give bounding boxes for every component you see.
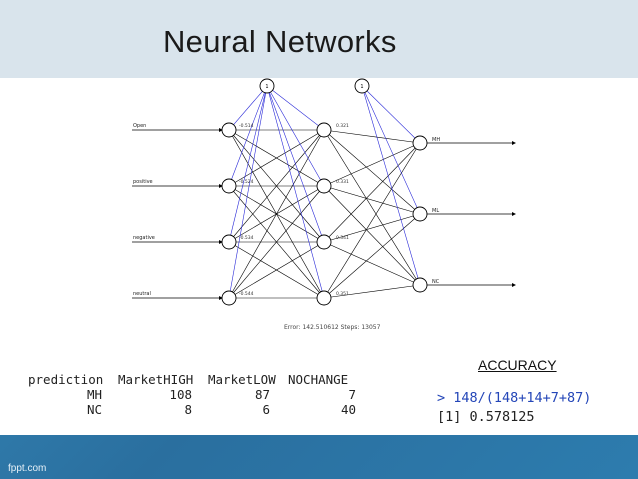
arrow-icon xyxy=(219,184,223,188)
table-cell: 6 xyxy=(262,402,270,417)
hidden-edge xyxy=(228,185,325,299)
neural-network-diagram: Open positive negative neutral -0.514 -0.524 -… xyxy=(132,78,516,331)
hidden-node-layer1 xyxy=(221,234,237,250)
hidden-node-layer2 xyxy=(316,290,332,306)
bias-edge xyxy=(361,85,421,286)
table-cell: 108 xyxy=(169,387,192,402)
brand-label: fppt.com xyxy=(8,463,47,474)
table-cell: 8 xyxy=(184,402,192,417)
input-label: Open xyxy=(133,123,146,129)
table-row-label: NC xyxy=(86,402,102,417)
table-cell: 7 xyxy=(348,387,356,402)
weight-label: 0.331 xyxy=(336,179,349,185)
hidden-edge xyxy=(323,241,421,286)
table-row: MH 108 87 7 xyxy=(28,387,358,402)
hidden-edge xyxy=(323,185,421,286)
title-band xyxy=(0,0,638,78)
output-node xyxy=(412,135,428,151)
arrow-icon xyxy=(512,283,516,287)
table-header-cell: prediction xyxy=(28,372,104,387)
output-label: MH xyxy=(432,137,440,143)
table-cell: 87 xyxy=(254,387,270,402)
arrow-icon xyxy=(219,296,223,300)
accuracy-label: ACCURACY xyxy=(478,357,557,373)
bias-edge xyxy=(228,85,268,131)
output-label: ML xyxy=(432,208,439,214)
table-row: NC 8 6 40 xyxy=(28,402,358,417)
bias-node xyxy=(354,78,370,94)
hidden-edge xyxy=(228,129,325,243)
arrow-icon xyxy=(512,141,516,145)
arrow-icon xyxy=(219,128,223,132)
table-header-cell: NOCHANGE xyxy=(288,372,349,387)
bias-edge xyxy=(228,85,268,187)
slide-title: Neural Networks xyxy=(163,24,397,59)
bias-edge xyxy=(266,85,325,187)
bias-node-label: 1 xyxy=(360,84,363,90)
output-node xyxy=(412,206,428,222)
hidden-edge xyxy=(323,129,421,144)
network-labels: Open positive negative neutral -0.514 -0.524 -… xyxy=(133,84,440,297)
bias-edge xyxy=(228,85,268,299)
input-label: neutral xyxy=(133,291,151,297)
hidden-edge xyxy=(323,142,421,299)
hidden-node-layer2 xyxy=(316,122,332,138)
hidden-edge xyxy=(323,213,421,299)
bias-edge xyxy=(361,85,421,144)
r-console-output: [1] 0.578125 xyxy=(437,409,535,425)
input-label: positive xyxy=(133,179,153,185)
bias-edge xyxy=(266,85,325,299)
weight-label: 0.341 xyxy=(336,235,349,241)
arrow-icon xyxy=(219,240,223,244)
bias-edge xyxy=(228,85,268,243)
slide-footer xyxy=(0,435,638,479)
arrow-icon xyxy=(512,212,516,216)
hidden-edge xyxy=(228,241,325,299)
hidden-edge xyxy=(323,129,421,215)
bias-edge xyxy=(361,85,421,215)
weight-label: -0.534 xyxy=(239,235,254,241)
hidden-edge xyxy=(323,129,421,286)
weight-label: -0.514 xyxy=(239,123,254,129)
table-header-cell: MarketLOW xyxy=(208,372,276,387)
input-label: negative xyxy=(133,235,155,241)
bias-edge xyxy=(266,85,325,243)
hidden-edge xyxy=(323,284,421,299)
output-node xyxy=(412,277,428,293)
hidden-node-layer1 xyxy=(221,290,237,306)
hidden-edge xyxy=(323,142,421,187)
weight-label: -0.524 xyxy=(239,179,254,185)
hidden-edge xyxy=(323,142,421,243)
hidden-node-layer1 xyxy=(221,178,237,194)
network-nodes xyxy=(221,78,428,306)
hidden-node-layer1 xyxy=(221,122,237,138)
table-row-label: MH xyxy=(86,387,102,402)
network-edges xyxy=(132,85,516,300)
table-header-row: prediction MarketHIGH MarketLOW NOCHANGE xyxy=(28,372,358,387)
weight-label: -0.544 xyxy=(239,291,254,297)
hidden-node-layer2 xyxy=(316,234,332,250)
table-cell: 40 xyxy=(340,402,356,417)
hidden-edge xyxy=(323,213,421,243)
slide-content: Open positive negative neutral -0.514 -0.524 -… xyxy=(0,78,638,435)
prediction-table: prediction MarketHIGH MarketLOW NOCHANGE… xyxy=(28,372,358,417)
output-label: NC xyxy=(432,279,440,285)
bias-node-label: 1 xyxy=(265,84,268,90)
hidden-edge xyxy=(323,185,421,215)
table-header-cell: MarketHIGH xyxy=(118,372,194,387)
weight-label: 0.321 xyxy=(336,123,349,129)
bias-node xyxy=(259,78,275,94)
weight-label: 0.351 xyxy=(336,291,349,297)
r-console-command: > 148/(148+14+7+87) xyxy=(437,390,592,406)
bias-edge xyxy=(266,85,325,131)
hidden-node-layer2 xyxy=(316,178,332,194)
error-steps-label: Error: 142.510612 Steps: 13057 xyxy=(284,324,381,331)
